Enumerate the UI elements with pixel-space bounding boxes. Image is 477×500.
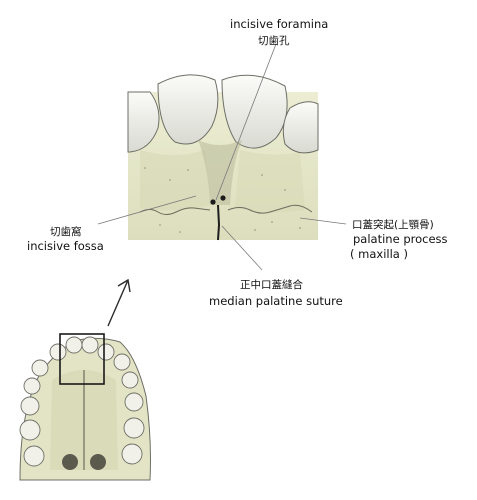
leader-lines	[97, 43, 347, 271]
palate-overview	[19, 333, 151, 481]
magnified-palate-panel	[127, 74, 319, 241]
tooth-lateral-left	[127, 91, 160, 153]
label-median-palatine-suture-en: median palatine suture	[209, 294, 343, 308]
label-incisive-foramina-jp: 切歯孔	[258, 35, 290, 47]
tooth-central-left	[157, 74, 219, 145]
label-palatine-process-maxilla: ( maxilla )	[350, 247, 408, 261]
tooth-lateral-right	[282, 101, 319, 154]
label-incisive-foramina-en: incisive foramina	[230, 17, 329, 31]
arrow-up-right-icon	[107, 278, 131, 327]
zoom-box	[59, 333, 105, 385]
label-median-palatine-suture-jp: 正中口蓋縫合	[240, 279, 303, 291]
leader-palatine-process	[299, 217, 347, 225]
leader-incisive-fossa	[97, 195, 197, 225]
label-incisive-fossa-jp: 切歯窩	[50, 226, 82, 238]
label-palatine-process-jp: 口蓋突起(上顎骨)	[352, 219, 434, 231]
label-palatine-process-en: palatine process	[353, 232, 448, 246]
leader-median-suture	[221, 225, 263, 271]
leader-incisive-foramina	[215, 43, 277, 201]
median-suture-line	[217, 204, 221, 241]
label-incisive-fossa-en: incisive fossa	[27, 239, 104, 253]
